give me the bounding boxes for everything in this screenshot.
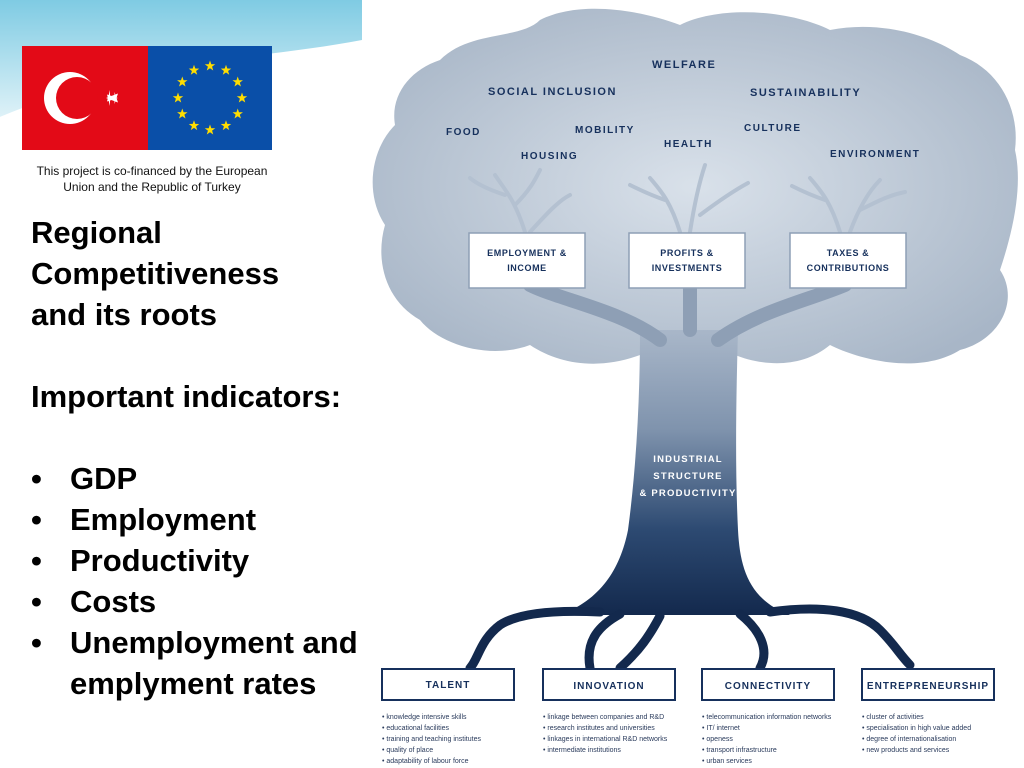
svg-text:TAXES &: TAXES & (827, 248, 870, 258)
box-profits-investments: PROFITS & INVESTMENTS (628, 232, 746, 289)
tree-twigs (468, 163, 907, 234)
heading-line-1: Regional (31, 215, 162, 250)
svg-text:ENTREPRENEURSHIP: ENTREPRENEURSHIP (867, 681, 989, 692)
svg-text:• linkage between companies an: • linkage between companies and R&D (543, 714, 664, 721)
eu-star (232, 76, 243, 87)
label-sustainability: SUSTAINABILITY (750, 87, 861, 99)
cofinance-line-2: Union and the Republic of Turkey (63, 180, 241, 194)
label-welfare: WELFARE (652, 59, 716, 71)
competitiveness-tree: WELFARE SOCIAL INCLUSION SUSTAINABILITY … (355, 0, 1024, 768)
indicator-costs: •Costs (31, 584, 157, 619)
indicators-list: •GDP •Employment •Productivity •Costs •U… (31, 458, 401, 704)
svg-text:• specialisation in high value: • specialisation in high value added (862, 725, 971, 732)
svg-text:STRUCTURE: STRUCTURE (653, 471, 722, 482)
eu-star (188, 120, 200, 131)
svg-text:• urban services: • urban services (702, 758, 752, 765)
svg-text:INCOME: INCOME (507, 263, 547, 273)
indicators-title: Important indicators: (31, 379, 342, 414)
cofinance-note: This project is co-financed by the Europ… (16, 163, 288, 195)
eu-star (177, 76, 188, 87)
eu-star (236, 92, 248, 103)
svg-text:INNOVATION: INNOVATION (573, 681, 644, 692)
svg-text:• quality of place: • quality of place (382, 747, 433, 754)
eu-star (188, 64, 200, 75)
eu-flag (148, 46, 272, 150)
svg-text:• cluster of activities: • cluster of activities (862, 714, 924, 721)
eu-star (172, 92, 184, 103)
svg-text:• training and teaching instit: • training and teaching institutes (382, 736, 481, 743)
eu-star (220, 120, 232, 131)
svg-text:CONTRIBUTIONS: CONTRIBUTIONS (807, 263, 890, 273)
svg-text:• intermediate institutions: • intermediate institutions (543, 747, 621, 754)
eu-star (204, 60, 216, 71)
eu-star (220, 64, 232, 75)
tree-branches (523, 278, 852, 347)
svg-text:& PRODUCTIVITY: & PRODUCTIVITY (639, 488, 736, 499)
left-text-block: Regional Competitiveness and its roots I… (31, 212, 401, 704)
turkey-flag (22, 46, 148, 150)
svg-text:PROFITS &: PROFITS & (660, 248, 713, 258)
indicator-employment: •Employment (31, 502, 257, 537)
svg-text:TALENT: TALENT (426, 680, 471, 691)
svg-text:• knowledge intensive skills: • knowledge intensive skills (382, 714, 467, 721)
tree-trunk (560, 330, 790, 615)
svg-text:• research institutes and univ: • research institutes and universities (543, 725, 655, 732)
eu-star (204, 124, 216, 135)
heading-line-3: and its roots (31, 297, 218, 332)
svg-text:• telecommunication informatio: • telecommunication information networks (702, 714, 832, 721)
trunk-label: INDUSTRIAL STRUCTURE & PRODUCTIVITY (639, 454, 736, 499)
svg-text:• degree of internationalisati: • degree of internationalisation (862, 736, 956, 743)
svg-text:EMPLOYMENT &: EMPLOYMENT & (487, 248, 567, 258)
label-mobility: MOBILITY (575, 125, 635, 136)
svg-text:INVESTMENTS: INVESTMENTS (652, 263, 723, 273)
root-talent: TALENT • knowledge intensive skills • ed… (381, 668, 515, 765)
box-employment-income: EMPLOYMENT & INCOME (468, 232, 586, 289)
svg-text:INDUSTRIAL: INDUSTRIAL (653, 454, 723, 465)
label-environment: ENVIRONMENT (830, 149, 920, 160)
svg-text:• IT/ internet: • IT/ internet (702, 725, 740, 732)
eu-star (232, 108, 243, 119)
svg-text:• educational facilities: • educational facilities (382, 725, 450, 732)
heading-line-2: Competitiveness (31, 256, 280, 291)
label-food: FOOD (446, 127, 481, 138)
svg-text:• linkages in international R&: • linkages in international R&D networks (543, 736, 668, 743)
eu-star (177, 108, 188, 119)
root-entrepreneurship: ENTREPRENEURSHIP • cluster of activities… (861, 668, 995, 754)
indicator-gdp: •GDP (31, 461, 138, 496)
crown-labels: WELFARE SOCIAL INCLUSION SUSTAINABILITY … (446, 59, 920, 162)
root-connectivity: CONNECTIVITY • telecommunication informa… (701, 668, 835, 765)
label-social-inclusion: SOCIAL INCLUSION (488, 86, 617, 98)
tree-roots (465, 604, 915, 673)
svg-text:• new products and services: • new products and services (862, 747, 950, 754)
svg-text:• transport infrastructure: • transport infrastructure (702, 747, 777, 754)
svg-text:CONNECTIVITY: CONNECTIVITY (725, 681, 811, 692)
svg-text:• adaptability of labour force: • adaptability of labour force (382, 758, 469, 765)
indicator-productivity: •Productivity (31, 543, 250, 578)
label-housing: HOUSING (521, 151, 578, 162)
label-culture: CULTURE (744, 123, 802, 134)
root-innovation: INNOVATION • linkage between companies a… (542, 668, 676, 754)
label-health: HEALTH (664, 139, 713, 150)
svg-text:• openess: • openess (702, 736, 733, 743)
box-taxes-contributions: TAXES & CONTRIBUTIONS (789, 232, 907, 289)
cofinance-line-1: This project is co-financed by the Europ… (36, 164, 268, 178)
